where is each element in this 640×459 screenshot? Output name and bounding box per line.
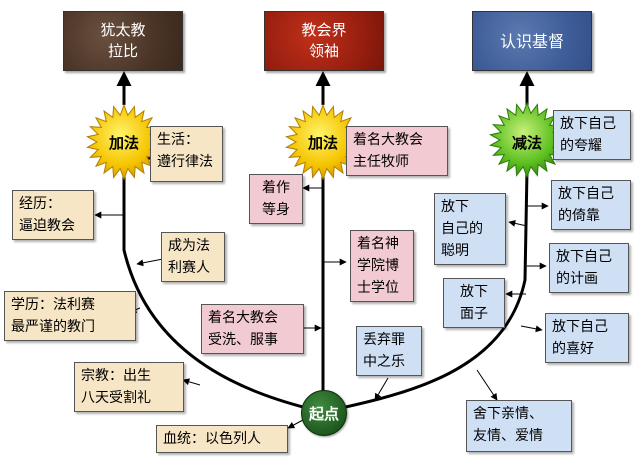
box-books-line2: 等身 <box>262 202 290 218</box>
box-religion-line2: 八天受割礼 <box>81 390 151 406</box>
box-reliance-line2: 的倚靠 <box>558 208 600 224</box>
box-boast-line1: 放下自己 <box>560 116 616 132</box>
box-plans-line2: 的计画 <box>556 271 598 287</box>
goal-rabbi-line1: 犹太教 <box>100 21 146 39</box>
box-reliance-line1: 放下自己 <box>558 186 614 202</box>
conn-wisdom <box>508 219 528 227</box>
goal-know-christ: 认识基督 <box>472 11 592 71</box>
box-seminary-line3: 士学位 <box>357 280 399 296</box>
box-pastor-line1: 着名大教会 <box>353 132 423 148</box>
goal-church-leader-line2: 领袖 <box>308 42 339 60</box>
right-branch <box>322 169 529 414</box>
box-seminary-line1: 着名神 <box>357 236 399 252</box>
start-point: 起点 <box>301 390 347 436</box>
box-life-line2: 遵行律法 <box>157 154 213 170</box>
box-books-line1: 着作 <box>262 180 290 196</box>
box-seminary: 着名神 学院博 士学位 <box>350 230 414 302</box>
box-face: 放下 面子 <box>443 278 505 328</box>
box-wisdom-line1: 放下 <box>441 199 469 215</box>
box-religion: 宗教：出生 八天受割礼 <box>74 362 184 412</box>
box-face-line2: 面子 <box>460 306 488 322</box>
badge-add-left: 加法 <box>108 133 139 152</box>
box-affection-line2: 友情、爱情 <box>473 428 543 444</box>
conn-pharisee <box>136 258 164 267</box>
box-pastor: 着名大教会 主任牧师 <box>346 126 448 176</box>
box-pharisee-line1: 成为法 <box>168 238 210 254</box>
box-lineage: 血统：以色列人 <box>156 425 288 453</box>
box-pastor-line2: 主任牧师 <box>353 154 409 170</box>
conn-sin <box>374 377 389 401</box>
badge-subtract-right: 减法 <box>511 133 542 152</box>
left-branch <box>122 170 324 414</box>
box-sin: 丢弃罪 中之乐 <box>356 326 422 376</box>
goal-rabbi: 犹太教 拉比 <box>63 11 183 71</box>
box-seminary-line2: 学院博 <box>357 258 399 274</box>
box-plans-line1: 放下自己 <box>556 249 612 265</box>
box-baptism-line2: 受洗、服事 <box>208 332 278 348</box>
goal-know-christ-line1: 认识基督 <box>499 31 564 51</box>
box-education-line2: 最严谨的教门 <box>11 319 95 335</box>
box-lineage-line1: 血统：以色列人 <box>163 431 261 447</box>
box-life-line1: 生活： <box>157 132 199 148</box>
badge-add-center: 加法 <box>307 133 338 152</box>
box-plans: 放下自己 的计画 <box>549 243 629 293</box>
box-likes-line1: 放下自己 <box>552 319 608 335</box>
box-life: 生活： 遵行律法 <box>150 126 223 182</box>
box-affection: 舍下亲情、 友情、爱情 <box>466 400 572 452</box>
box-likes: 放下自己 的喜好 <box>545 313 629 363</box>
box-face-line1: 放下 <box>460 284 488 300</box>
box-likes-line2: 的喜好 <box>552 341 594 357</box>
box-affection-line1: 舍下亲情、 <box>473 406 543 422</box>
box-sin-line2: 中之乐 <box>363 354 405 370</box>
conn-likes <box>520 325 543 333</box>
box-experience: 经历： 逼迫教会 <box>12 190 94 240</box>
box-education: 学历：法利赛 最严谨的教门 <box>4 291 136 341</box>
box-education-line1: 学历：法利赛 <box>11 297 95 313</box>
box-wisdom: 放下 自己的 聪明 <box>434 193 506 265</box>
box-experience-line2: 逼迫教会 <box>19 218 75 234</box>
conn-lineage <box>287 419 304 429</box>
conn-affection <box>476 369 498 401</box>
box-boast: 放下自己 的夸耀 <box>553 110 631 160</box>
conn-religion <box>182 378 201 386</box>
box-pharisee: 成为法 利赛人 <box>161 232 225 282</box>
box-books: 着作 等身 <box>249 174 303 224</box>
box-reliance: 放下自己 的倚靠 <box>551 180 631 230</box>
box-wisdom-line2: 自己的 <box>441 221 483 237</box>
box-religion-line1: 宗教：出生 <box>81 368 151 384</box>
goal-church-leader: 教会界 领袖 <box>264 11 384 71</box>
box-baptism-line1: 着名大教会 <box>208 310 278 326</box>
goal-church-leader-line1: 教会界 <box>301 21 347 39</box>
box-baptism: 着名大教会 受洗、服事 <box>201 304 304 354</box>
box-boast-line2: 的夸耀 <box>560 138 602 154</box>
box-pharisee-line2: 利赛人 <box>168 260 210 276</box>
box-sin-line1: 丢弃罪 <box>363 332 405 348</box>
goal-rabbi-line2: 拉比 <box>107 42 138 60</box>
box-wisdom-line3: 聪明 <box>441 243 469 259</box>
box-experience-line1: 经历： <box>19 196 61 212</box>
